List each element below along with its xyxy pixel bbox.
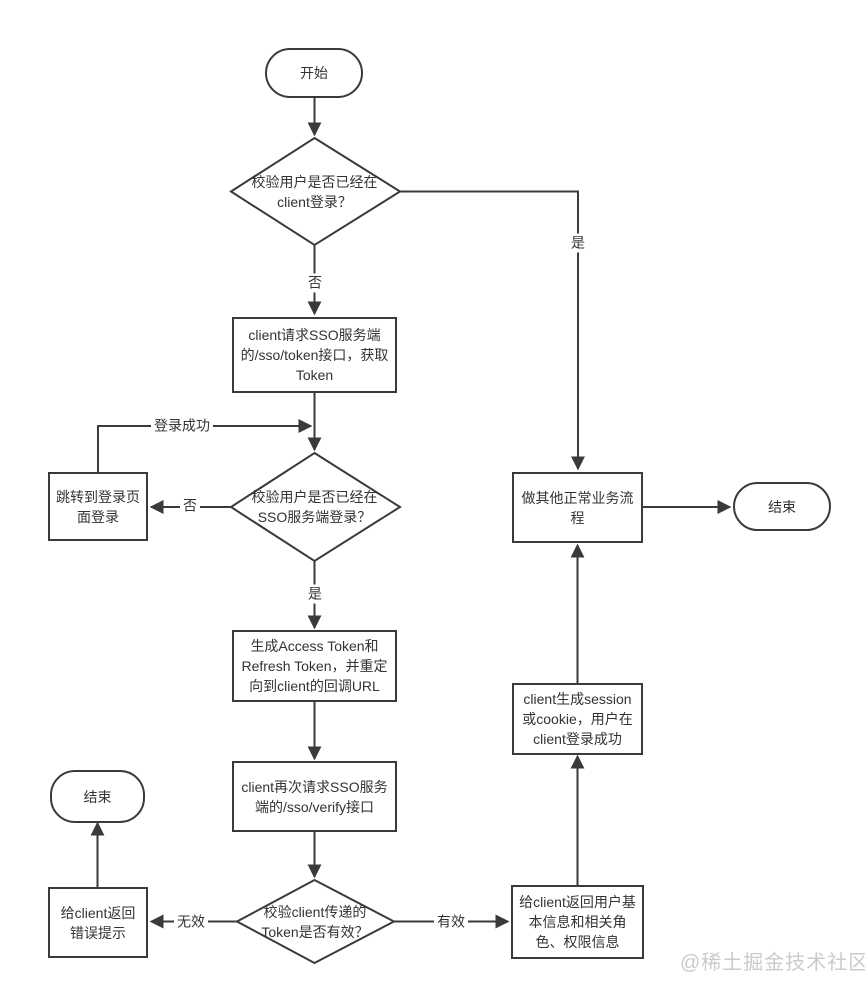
node-return-user-info: 给client返回用户基本信息和相关角色、权限信息: [511, 885, 644, 959]
node-return-error: 给client返回错误提示: [48, 887, 148, 958]
node-jump-login: 跳转到登录页面登录: [48, 472, 148, 541]
node-end-left: 结束: [50, 770, 145, 823]
node-end-left-label: 结束: [83, 788, 112, 805]
node-gen-session-label: client生成session或cookie，用户在client登录成功: [522, 691, 633, 747]
decision-check-sso-login-shape: [229, 451, 402, 563]
node-start-label: 开始: [300, 65, 328, 81]
edge-label-client-login-no: 否: [305, 273, 325, 293]
node-return-error-label: 给client返回错误提示: [60, 904, 136, 941]
decision-check-token-valid-shape: [234, 878, 397, 965]
node-request-token: client请求SSO服务端的/sso/token接口，获取Token: [232, 317, 397, 393]
edge-check-client-yes: [400, 190, 585, 471]
node-return-user-info-label: 给client返回用户基本信息和相关角色、权限信息: [519, 894, 636, 950]
node-normal-business: 做其他正常业务流程: [512, 472, 643, 543]
edge-label-login-success: 登录成功: [151, 416, 213, 436]
watermark: @稀土掘金技术社区: [680, 952, 865, 974]
node-gen-token: 生成Access Token和Refresh Token，并重定向到client…: [232, 630, 397, 702]
edge-label-sso-login-no: 否: [180, 496, 200, 516]
node-end-right-label: 结束: [768, 498, 796, 515]
node-request-token-label: client请求SSO服务端的/sso/token接口，获取Token: [240, 327, 389, 383]
edge-label-token-invalid: 无效: [174, 912, 208, 932]
node-verify-token-label: client再次请求SSO服务端的/sso/verify接口: [241, 778, 388, 815]
edge-label-token-valid: 有效: [434, 912, 468, 932]
node-gen-token-label: 生成Access Token和Refresh Token，并重定向到client…: [241, 638, 388, 694]
edge-label-client-login-yes: 是: [568, 233, 588, 253]
node-gen-session: client生成session或cookie，用户在client登录成功: [512, 683, 643, 755]
node-verify-token: client再次请求SSO服务端的/sso/verify接口: [232, 761, 397, 832]
edge-label-sso-login-yes: 是: [305, 584, 325, 604]
node-normal-business-label: 做其他正常业务流程: [521, 489, 634, 526]
node-start: 开始: [265, 48, 363, 98]
node-end-right: 结束: [733, 482, 831, 531]
decision-check-client-login-shape: [229, 136, 402, 247]
node-jump-login-label: 跳转到登录页面登录: [56, 488, 140, 525]
edge-login-success: [97, 419, 313, 472]
